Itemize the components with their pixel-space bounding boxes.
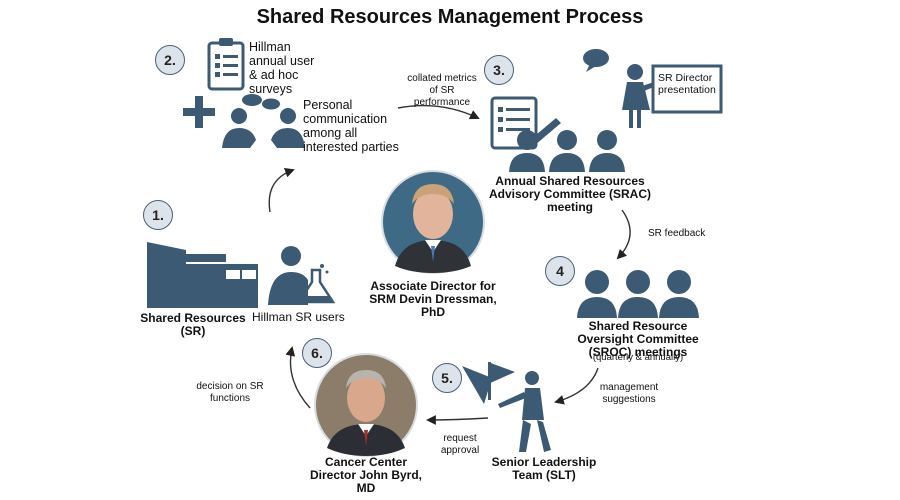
- step-6-badge: 6.: [302, 338, 332, 368]
- audience-icon: [509, 130, 625, 172]
- plus-icon: [183, 96, 215, 128]
- shared-resources-label: Shared Resources (SR): [138, 312, 248, 338]
- arrow-1-to-2: [269, 170, 293, 212]
- cancer-center-director-label: Cancer Center Director John Byrd, MD: [308, 456, 424, 495]
- sroc-frequency-label: (quarterly & annually): [566, 352, 710, 364]
- sr-feedback-label: SR feedback: [648, 228, 728, 240]
- collated-metrics-label: collated metrics of SR performance: [405, 73, 479, 109]
- slt-label: Senior Leadership Team (SLT): [486, 456, 602, 482]
- arrow-3-to-4: [618, 210, 630, 258]
- step-4-badge: 4: [545, 256, 575, 286]
- step-5-badge: 5.: [432, 363, 462, 393]
- step-3-badge: 3.: [484, 55, 514, 85]
- request-approval-label: request approval: [432, 433, 488, 457]
- step-1-badge: 1.: [143, 200, 173, 230]
- surveys-label: Hillman annual user & ad hoc surveys: [249, 40, 319, 96]
- hillman-sr-users-label: Hillman SR users: [252, 310, 362, 324]
- step-2-badge: 2.: [155, 45, 185, 75]
- decision-label: decision on SR functions: [190, 381, 270, 405]
- srac-label: Annual Shared Resources Advisory Committ…: [480, 175, 660, 214]
- conversation-icon: [222, 94, 305, 148]
- user-scientist-icon: [268, 246, 333, 305]
- associate-director-label: Associate Director for SRM Devin Dressma…: [368, 280, 498, 319]
- clipboard-icon: [209, 38, 243, 89]
- building-icon: [147, 242, 258, 308]
- arrow-5-to-6: [428, 418, 488, 420]
- management-suggestions-label: management suggestions: [591, 382, 667, 406]
- communication-label: Personal communication among all interes…: [303, 98, 415, 154]
- committee-icon: [577, 270, 699, 318]
- presenter-icon: [583, 49, 661, 128]
- associate-director-photo: [382, 171, 484, 273]
- cancer-center-director-photo: [315, 354, 417, 456]
- sr-director-presentation-label: SR Director presentation: [658, 72, 718, 96]
